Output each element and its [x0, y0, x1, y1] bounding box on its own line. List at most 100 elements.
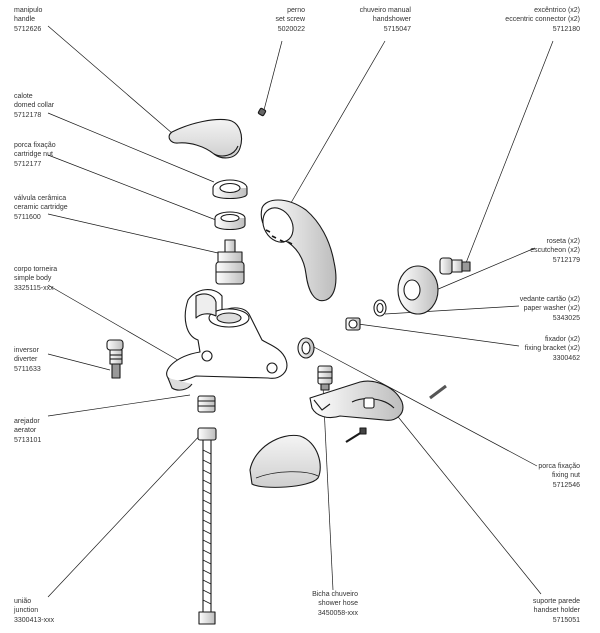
label-handshower: chuveiro manual handshower 5715047 [360, 6, 411, 34]
label-fixing-bracket: fixador (x2) fixing bracket (x2) 3300462 [525, 335, 580, 363]
leader-eccentric [465, 40, 554, 264]
label-eccentric-code: 5712180 [552, 25, 580, 33]
leader-handshower [287, 40, 386, 209]
tap-body-part [166, 289, 288, 391]
label-handshower-code: 5715047 [383, 25, 411, 33]
label-shower-hose-pt: Bicha chuveiro [312, 591, 358, 598]
label-aerator-pt: arejador [14, 418, 40, 425]
label-fixing-bracket-en: fixing bracket (x2) [524, 345, 580, 353]
handle-part [168, 118, 243, 159]
shower-hose-part [317, 365, 333, 391]
screw-part [345, 427, 367, 443]
label-cartridge-nut-en: cartridge nut [14, 151, 53, 159]
set-screw-part [257, 107, 267, 117]
leader-shower-hose [322, 385, 334, 591]
label-shower-hose: Bicha chuveiro shower hose 3450058-xxx [312, 590, 358, 618]
leader-paper-washer [384, 305, 520, 315]
label-junction: união junction 3300413-xxx [14, 597, 54, 625]
label-diverter-en: diverter [14, 356, 38, 364]
label-body-en: simple body [14, 275, 52, 283]
label-shower-hose-code: 3450058-xxx [317, 609, 358, 617]
leader-lines [47, 25, 554, 598]
label-domed-collar-pt: calote [14, 93, 33, 100]
label-fixing-bracket-code: 3300462 [552, 354, 580, 362]
leader-diverter [47, 353, 111, 371]
label-handle-pt: manipulo [14, 7, 43, 14]
label-handset-holder-code: 5715051 [552, 616, 580, 624]
paper-washer-hole [376, 302, 384, 314]
label-handle-code: 5712626 [14, 25, 42, 33]
label-paper-washer-en: paper washer (x2) [523, 305, 580, 313]
leader-domed-collar [47, 112, 215, 183]
label-set-screw-code: 5020022 [277, 25, 305, 33]
leader-escutcheon [435, 247, 536, 291]
label-shower-hose-en: shower hose [318, 600, 358, 608]
label-handset-holder-en: handset holder [533, 607, 580, 615]
label-handle-en: handle [14, 16, 36, 24]
leader-cartridge-nut [47, 154, 217, 221]
handset-holder-part [309, 380, 404, 421]
label-handshower-pt: chuveiro manual [359, 7, 411, 14]
fixing-nut-part [297, 337, 315, 359]
label-body-code: 3325115-xxx [14, 284, 54, 292]
label-handshower-en: handshower [372, 16, 411, 24]
label-paper-washer-code: 5343025 [552, 314, 580, 322]
label-set-screw: perno set screw 5020022 [275, 6, 305, 34]
leader-aerator [47, 394, 191, 417]
label-cartridge-nut: porca fixação cartridge nut 5712177 [14, 141, 56, 169]
label-body-pt: corpo torneira [14, 266, 58, 273]
cartridge-nut-part [214, 211, 246, 231]
label-junction-code: 3300413-xxx [14, 616, 55, 624]
leader-junction [47, 431, 204, 598]
label-fixing-nut-pt: porca fixação [538, 463, 580, 470]
label-handset-holder-pt: suporte parede [532, 598, 580, 605]
handshower-part [260, 199, 337, 302]
label-ceramic-cartridge-en: ceramic cartridge [14, 204, 68, 212]
label-aerator: arejador aerator 5713101 [14, 417, 41, 445]
eccentric-part [439, 257, 471, 275]
cover-cap-part [249, 434, 321, 488]
wall-plug-part [429, 384, 447, 400]
label-handle: manipulo handle 5712626 [14, 6, 42, 34]
label-paper-washer: vedante cartão (x2) paper washer (x2) 53… [520, 295, 580, 323]
label-domed-collar-en: domed collar [14, 102, 55, 110]
leader-ceramic-cartridge [47, 213, 219, 254]
leader-body [47, 284, 196, 371]
label-domed-collar-code: 5712178 [14, 111, 42, 119]
leader-handset-holder [394, 412, 542, 595]
label-fixing-nut-en: fixing nut [551, 472, 580, 480]
leader-fixing-nut [311, 345, 538, 467]
label-escutcheon: roseta (x2) escutcheon (x2) 5712179 [530, 237, 580, 265]
label-cartridge-nut-pt: porca fixação [14, 142, 56, 149]
label-junction-en: junction [14, 607, 39, 615]
label-set-screw-pt: perno [287, 7, 305, 14]
label-eccentric-en: eccentric connector (x2) [505, 16, 580, 24]
label-escutcheon-code: 5712179 [552, 256, 580, 264]
label-fixing-nut: porca fixação fixing nut 5712546 [538, 462, 580, 490]
domed-collar-part [212, 179, 248, 200]
fixing-bracket-part [345, 317, 361, 331]
label-eccentric-pt: excêntrico (x2) [534, 7, 580, 14]
label-diverter-pt: inversor [14, 347, 39, 354]
label-paper-washer-pt: vedante cartão (x2) [519, 296, 580, 303]
label-eccentric: excêntrico (x2) eccentric connector (x2)… [505, 6, 580, 34]
label-fixing-nut-code: 5712546 [552, 481, 580, 489]
leader-handle [47, 25, 181, 141]
escutcheon-part [397, 265, 439, 315]
label-set-screw-en: set screw [275, 16, 305, 24]
label-escutcheon-en: escutcheon (x2) [530, 247, 580, 255]
label-aerator-code: 5713101 [14, 436, 42, 444]
label-escutcheon-pt: roseta (x2) [546, 238, 580, 245]
leader-set-screw [263, 40, 283, 111]
leader-fixing-bracket [357, 323, 520, 347]
label-aerator-en: aerator [14, 427, 37, 435]
label-diverter-code: 5711633 [14, 365, 41, 373]
label-diverter: inversor diverter 5711633 [14, 346, 41, 374]
label-cartridge-nut-code: 5712177 [14, 160, 42, 168]
junction-part [197, 427, 217, 625]
ceramic-cartridge-part [215, 239, 245, 285]
aerator-part [197, 395, 216, 413]
label-handset-holder: suporte parede handset holder 5715051 [533, 597, 580, 625]
